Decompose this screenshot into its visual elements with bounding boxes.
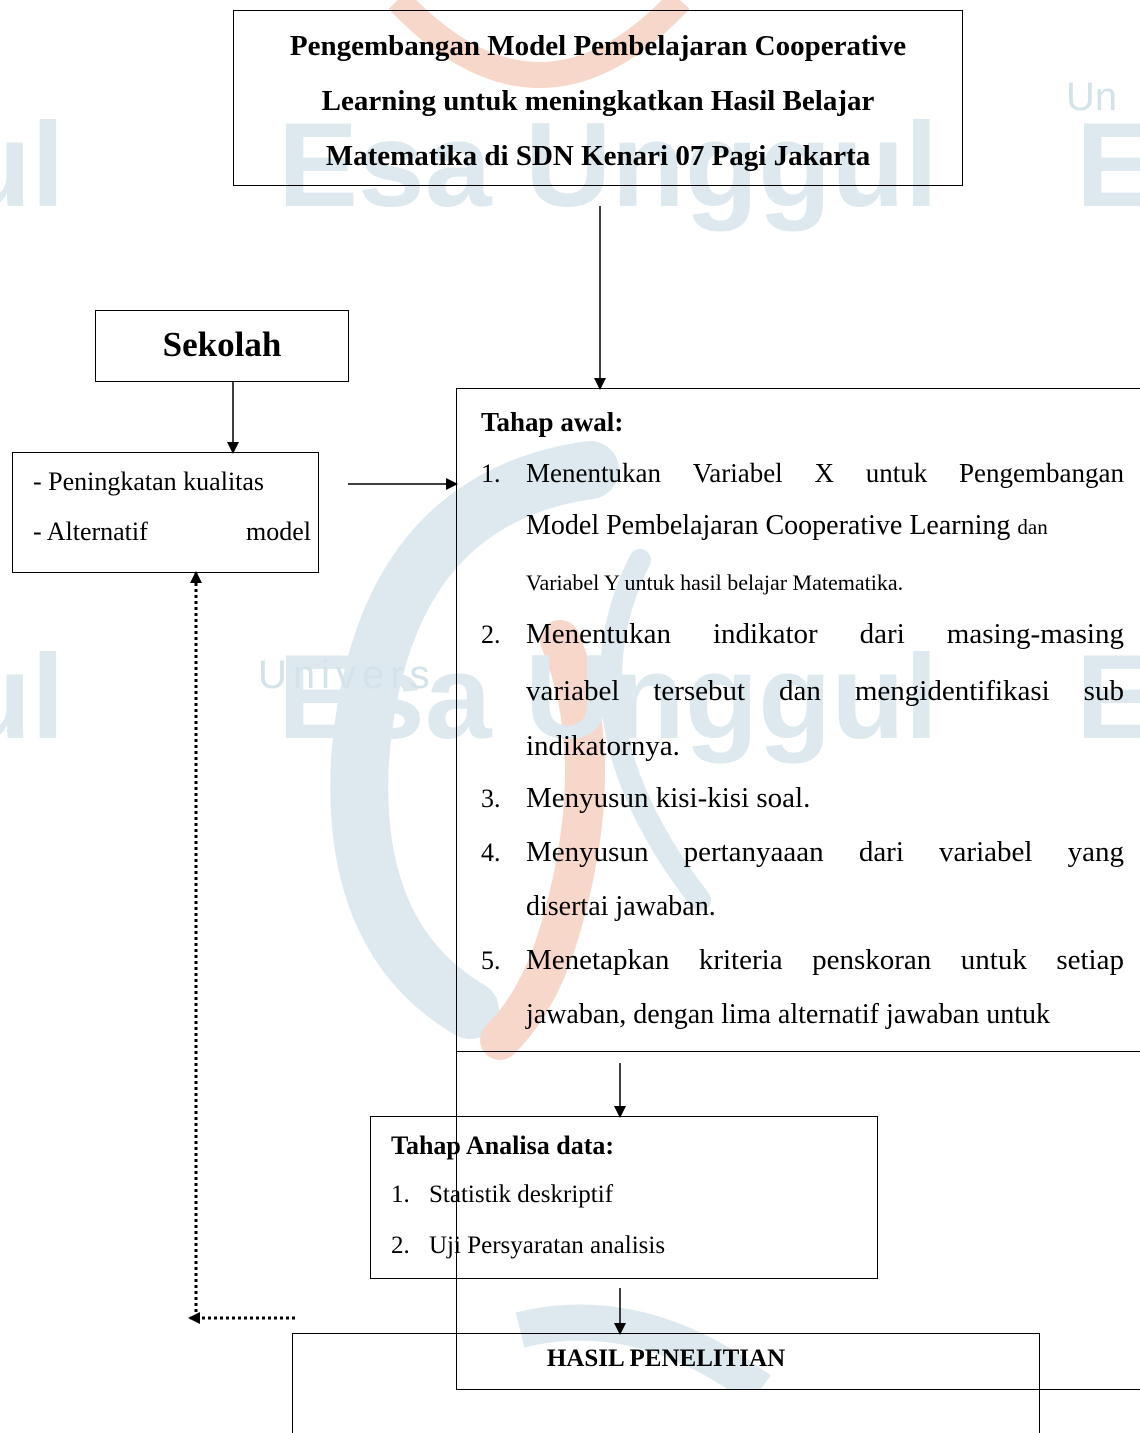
line-text-small: dan <box>1017 515 1047 539</box>
kualitas-item-2-a: - Alternatif <box>33 517 148 546</box>
tahap-awal-item-2-line-2: variabel tersebut dan mengidentifikasi s… <box>526 675 1124 707</box>
word: Menentukan <box>526 457 661 489</box>
tahap-analisa-item-2: 2.Uji Persyaratan analisis <box>391 1231 665 1261</box>
item-num: 2. <box>391 1231 429 1261</box>
word: setiap <box>1056 944 1124 976</box>
hasil-penelitian-box: HASIL PENELITIAN <box>292 1333 1040 1433</box>
tahap-awal-item-2-line-1: Menentukan indikator dari masing-masing <box>526 618 1124 650</box>
word: penskoran <box>812 944 931 976</box>
tahap-awal-item-1-line-3: Variabel Y untuk hasil belajar Matematik… <box>526 567 903 599</box>
tahap-awal-item-1-line-1: Menentukan Variabel X untuk Pengembangan <box>526 457 1124 489</box>
word: indikator <box>713 618 818 650</box>
word: X <box>814 457 834 489</box>
kualitas-item-2: - Alternatif model <box>33 517 311 547</box>
kualitas-box: - Peningkatan kualitas - Alternatif mode… <box>12 452 319 573</box>
title-line-1: Pengembangan Model Pembelajaran Cooperat… <box>234 31 962 61</box>
tahap-awal-item-1-line-2: Model Pembelajaran Cooperative Learning … <box>526 510 1048 543</box>
item-text: Uji Persyaratan analisis <box>429 1232 665 1259</box>
title-line-3: Matematika di SDN Kenari 07 Pagi Jakarta <box>234 141 962 171</box>
line-text: Model Pembelajaran Cooperative Learning <box>526 510 1010 541</box>
word: sub <box>1084 675 1124 707</box>
word: tersebut <box>653 675 745 707</box>
word: dan <box>779 675 821 707</box>
tahap-awal-num-4: 4. <box>481 838 501 868</box>
tahap-awal-heading: Tahap awal: <box>481 407 623 437</box>
word: pertanyaaan <box>684 836 824 868</box>
hasil-penelitian-title: HASIL PENELITIAN <box>293 1344 1039 1374</box>
word: dari <box>860 618 905 650</box>
tahap-analisa-heading: Tahap Analisa data: <box>391 1131 614 1161</box>
word: mengidentifikasi <box>855 675 1050 707</box>
item-text: Statistik deskriptif <box>429 1181 613 1208</box>
word: Menyusun <box>526 836 648 868</box>
word: untuk <box>866 457 928 489</box>
sekolah-box: Sekolah <box>95 310 349 382</box>
kualitas-item-2-b: model <box>246 517 311 547</box>
tahap-awal-item-2-line-3: indikatornya. <box>526 730 680 762</box>
word: variabel <box>939 836 1032 868</box>
tahap-awal-item-5-line-1: Menetapkan kriteria penskoran untuk seti… <box>526 944 1124 976</box>
tahap-awal-item-4-line-2: disertai jawaban. <box>526 891 716 923</box>
tahap-analisa-box: Tahap Analisa data: 1.Statistik deskript… <box>370 1116 878 1279</box>
word: variabel <box>526 675 619 707</box>
word: masing-masing <box>947 618 1124 650</box>
word: dari <box>859 836 904 868</box>
tahap-analisa-item-1: 1.Statistik deskriptif <box>391 1180 613 1210</box>
tahap-awal-num-5: 5. <box>481 946 501 976</box>
tahap-awal-item-5-line-2: jawaban, dengan lima alternatif jawaban … <box>526 999 1050 1031</box>
tahap-awal-num-2: 2. <box>481 620 501 650</box>
tahap-awal-num-3: 3. <box>481 784 501 814</box>
sekolah-title: Sekolah <box>96 326 348 364</box>
tahap-awal-item-4-line-1: Menyusun pertanyaaan dari variabel yang <box>526 836 1124 868</box>
word: untuk <box>961 944 1027 976</box>
word: Variabel <box>693 457 783 489</box>
word: yang <box>1068 836 1124 868</box>
tahap-awal-item-3-line-1: Menyusun kisi-kisi soal. <box>526 782 810 814</box>
tahap-awal-num-1: 1. <box>481 459 501 489</box>
kualitas-item-1: - Peningkatan kualitas <box>33 467 311 497</box>
item-num: 1. <box>391 1180 429 1210</box>
tahap-awal-bottom-border <box>456 1051 1140 1052</box>
title-line-2: Learning untuk meningkatkan Hasil Belaja… <box>234 86 962 116</box>
word: Menetapkan <box>526 944 669 976</box>
word: kriteria <box>699 944 783 976</box>
title-box: Pengembangan Model Pembelajaran Cooperat… <box>233 10 963 186</box>
word: Menentukan <box>526 618 671 650</box>
word: Pengembangan <box>959 457 1124 489</box>
